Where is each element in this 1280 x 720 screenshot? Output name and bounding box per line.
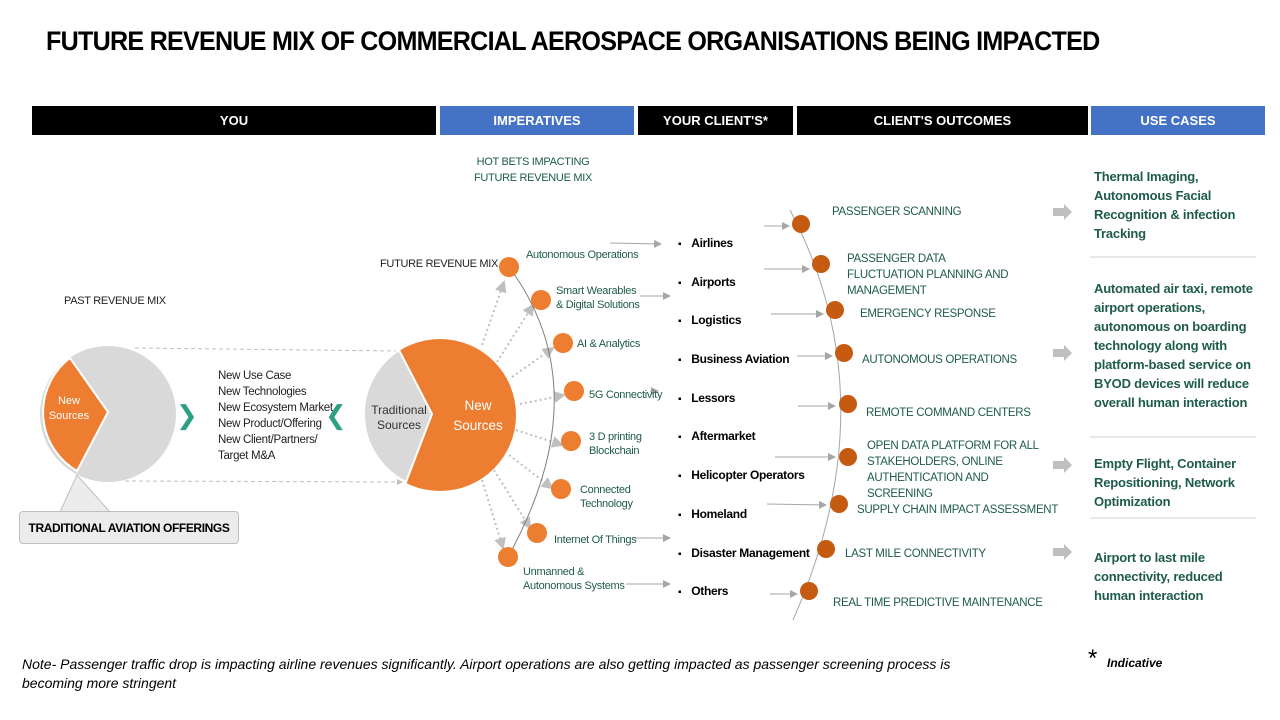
imperatives-arc — [507, 266, 555, 558]
traditional-offerings-callout: TRADITIONAL AVIATION OFFERINGS — [19, 511, 239, 544]
header-use-cases: USE CASES — [1091, 106, 1265, 135]
imperative-item: 3 D printing Blockchain — [589, 431, 642, 457]
use-case-item: Thermal Imaging, Autonomous Facial Recog… — [1094, 169, 1236, 241]
client-item: Airports — [678, 275, 736, 289]
client-item: Lessors — [678, 391, 735, 405]
page-title: FUTURE REVENUE MIX OF COMMERCIAL AEROSPA… — [46, 26, 1100, 56]
imperative-item: 5G Connectivity — [589, 389, 663, 401]
future-pie-traditional — [362, 348, 434, 484]
header-outcomes: CLIENT'S OUTCOMES — [797, 106, 1088, 135]
footer-note: Note- Passenger traffic drop is impactin… — [22, 656, 951, 691]
outcome-item: AUTONOMOUS OPERATIONS — [862, 354, 1017, 366]
outcome-item: PASSENGER DATA FLUCTUATION PLANNING AND … — [847, 253, 1009, 297]
connector-bottom — [124, 478, 403, 485]
past-pie-new-sources — [42, 356, 110, 473]
chevron-right-icon: ❯ — [176, 401, 198, 431]
driver-item: Target M&A — [218, 450, 276, 462]
outcome-item: PASSENGER SCANNING — [832, 206, 962, 218]
use-case-item: Automated air taxi, remote airport opera… — [1094, 281, 1253, 410]
outcome-item: REAL TIME PREDICTIVE MAINTENANCE — [833, 597, 1043, 609]
driver-item: New Ecosystem Market — [218, 402, 333, 414]
imperative-item: AI & Analytics — [577, 338, 641, 350]
driver-item: New Use Case — [218, 370, 292, 382]
footnote-asterisk: * — [1088, 645, 1098, 672]
use-case-item: Airport to last mile connectivity, reduc… — [1094, 550, 1223, 603]
imperative-item: Smart Wearables & Digital Solutions — [556, 285, 640, 311]
drivers-list: New Use Case New Technologies New Ecosys… — [218, 368, 333, 464]
past-new-sources-label: New Sources — [48, 395, 90, 422]
header-imperatives: IMPERATIVES — [440, 106, 634, 135]
client-item: Helicopter Operators — [678, 468, 805, 482]
client-item: Disaster Management — [678, 546, 810, 560]
imperative-item: Internet Of Things — [554, 534, 637, 546]
client-item: Logistics — [678, 313, 741, 327]
future-new-label: New Sources — [453, 398, 503, 433]
driver-item: New Technologies — [218, 386, 307, 398]
use-case-item: Empty Flight, Container Repositioning, N… — [1094, 456, 1237, 509]
outcome-item: EMERGENCY RESPONSE — [860, 308, 996, 320]
imperative-item: Connected Technology — [580, 484, 633, 510]
outcome-item: LAST MILE CONNECTIVITY — [845, 548, 986, 560]
use-case-arrow-icons — [1053, 204, 1072, 560]
client-item: Business Aviation — [678, 352, 789, 366]
header-clients: YOUR CLIENT'S* — [638, 106, 793, 135]
chevron-left-icon: ❮ — [325, 401, 347, 431]
future-traditional-label: Traditional Sources — [371, 403, 427, 432]
driver-item: New Client/Partners/ — [218, 434, 318, 446]
outcome-item: OPEN DATA PLATFORM FOR ALL STAKEHOLDERS,… — [867, 440, 1039, 500]
past-revenue-label: PAST REVENUE MIX — [64, 295, 166, 307]
footnote-text: Indicative — [1107, 656, 1163, 670]
client-item: Homeland — [678, 507, 747, 521]
hot-bets-heading: HOT BETS IMPACTING FUTURE REVENUE MIX — [473, 156, 593, 184]
header-you: YOU — [32, 106, 436, 135]
imperative-dots — [498, 257, 584, 567]
client-item: Airlines — [678, 236, 733, 250]
client-item: Others — [678, 584, 728, 598]
future-revenue-label: FUTURE REVENUE MIX — [380, 258, 499, 270]
outcome-item: REMOTE COMMAND CENTERS — [866, 407, 1031, 419]
imperative-item: Autonomous Operations — [526, 249, 639, 261]
client-item: Aftermarket — [678, 429, 755, 443]
driver-item: New Product/Offering — [218, 418, 322, 430]
outcome-item: SUPPLY CHAIN IMPACT ASSESSMENT — [857, 504, 1059, 516]
outcome-dots — [792, 215, 857, 600]
connector-top — [134, 347, 399, 352]
imperative-item: Unmanned & Autonomous Systems — [523, 566, 625, 592]
